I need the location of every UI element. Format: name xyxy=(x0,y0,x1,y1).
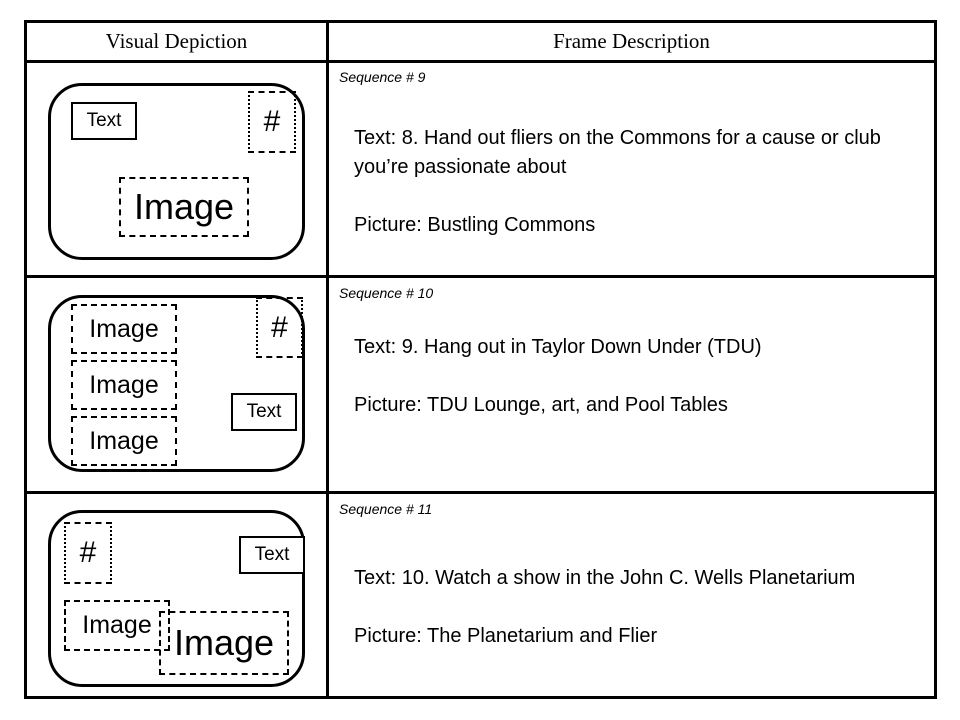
header-divider xyxy=(24,60,937,63)
description-picture-line: Picture: Bustling Commons xyxy=(354,214,596,236)
column-divider xyxy=(326,20,329,699)
header-frame-description: Frame Description xyxy=(553,29,710,53)
number-placeholder-label: # xyxy=(79,536,97,569)
image-placeholder-label: Image xyxy=(133,186,235,227)
description-text-line: Text: 10. Watch a show in the John C. We… xyxy=(354,567,856,589)
image-placeholder-box: Image xyxy=(159,611,289,675)
frame-description: Text: 10. Watch a show in the John C. We… xyxy=(354,564,924,651)
frame-sketch xyxy=(48,510,305,687)
number-placeholder-box: # xyxy=(248,91,296,153)
description-text-line: Text: 9. Hang out in Taylor Down Under (… xyxy=(354,336,762,358)
frame-sketch xyxy=(48,295,305,472)
description-text-line: Text: 8. Hand out fliers on the Commons … xyxy=(354,127,881,178)
image-placeholder-box: Image xyxy=(64,600,170,651)
frame-sketch xyxy=(48,83,305,260)
image-placeholder-label: Image xyxy=(89,370,159,399)
sequence-label: Sequence # 10 xyxy=(339,285,434,301)
table-border-top xyxy=(24,20,937,23)
image-placeholder-label: Image xyxy=(173,622,275,663)
text-placeholder-box: Text xyxy=(239,536,305,574)
header-visual-depiction: Visual Depiction xyxy=(105,29,248,53)
frame-description: Text: 8. Hand out fliers on the Commons … xyxy=(354,124,924,240)
image-placeholder-label: Image xyxy=(89,426,159,455)
text-placeholder-box: Text xyxy=(231,393,297,431)
image-placeholder-label: Image xyxy=(89,314,159,343)
number-placeholder-box: # xyxy=(64,522,112,584)
image-placeholder-box: Image xyxy=(119,177,249,237)
image-placeholder-label: Image xyxy=(82,611,152,639)
sequence-label: Sequence # 11 xyxy=(339,501,433,517)
image-placeholder-box: Image xyxy=(71,360,177,410)
image-placeholder-box: Image xyxy=(71,304,177,354)
text-placeholder-box: Text xyxy=(71,102,137,140)
text-placeholder-label: Text xyxy=(246,401,282,422)
number-placeholder-box: # xyxy=(256,297,303,358)
sequence-label: Sequence # 9 xyxy=(339,69,426,85)
table-border-right xyxy=(934,20,937,699)
table-border-left xyxy=(24,20,27,699)
row-divider-1 xyxy=(24,275,937,278)
description-picture-line: Picture: The Planetarium and Flier xyxy=(354,625,658,647)
row-divider-2 xyxy=(24,491,937,494)
number-placeholder-label: # xyxy=(263,105,281,138)
text-placeholder-label: Text xyxy=(86,110,122,131)
description-picture-line: Picture: TDU Lounge, art, and Pool Table… xyxy=(354,394,728,416)
text-placeholder-label: Text xyxy=(254,544,290,565)
number-placeholder-label: # xyxy=(271,310,288,344)
image-placeholder-box: Image xyxy=(71,416,177,466)
table-border-bottom xyxy=(24,696,937,699)
frame-description: Text: 9. Hang out in Taylor Down Under (… xyxy=(354,333,924,420)
